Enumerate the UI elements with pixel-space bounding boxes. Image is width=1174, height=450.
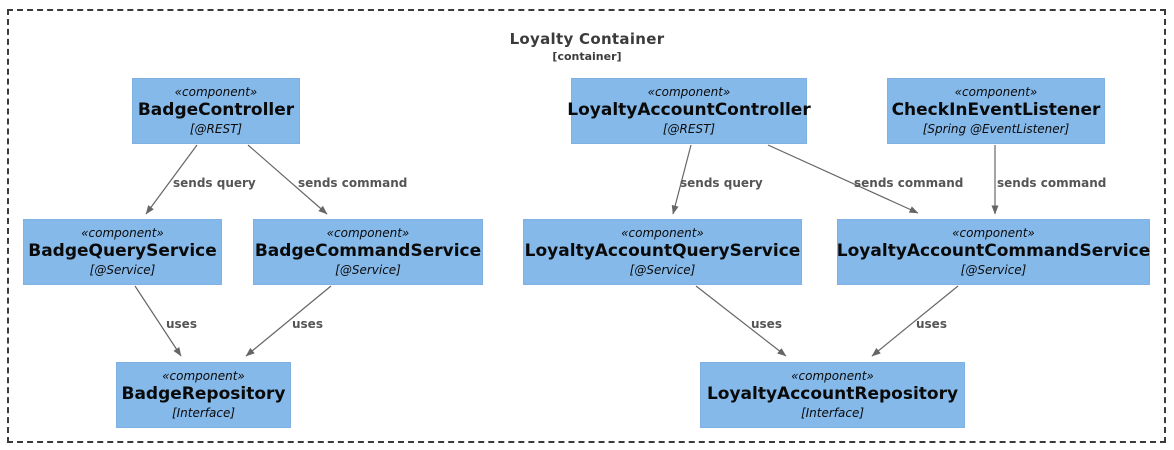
node-stereotype: «component» xyxy=(954,85,1038,100)
node-technology: [@REST] xyxy=(189,121,243,136)
node-badge-query-service: «component» BadgeQueryService [@Service] xyxy=(23,219,222,285)
node-loyalty-account-command-service: «component» LoyaltyAccountCommandService… xyxy=(837,219,1150,285)
edge-badgequeryservice-badgerepository xyxy=(134,285,182,357)
edge-label-sends-query: sends query xyxy=(173,176,256,190)
node-technology: [@Service] xyxy=(335,262,401,277)
node-loyalty-account-query-service: «component» LoyaltyAccountQueryService [… xyxy=(523,219,802,285)
node-stereotype: «component» xyxy=(952,226,1035,241)
edge-label-sends-command: sends command xyxy=(997,176,1107,190)
node-stereotype: «component» xyxy=(162,369,245,384)
node-badge-command-service: «component» BadgeCommandService [@Servic… xyxy=(253,219,483,285)
node-technology: [@Service] xyxy=(89,262,156,277)
node-name: LoyaltyAccountCommandService xyxy=(836,241,1151,262)
edge-label-sends-command: sends command xyxy=(298,176,408,190)
node-name: LoyaltyAccountRepository xyxy=(706,384,959,405)
node-loyalty-account-repository: «component» LoyaltyAccountRepository [In… xyxy=(700,362,965,428)
edge-label-uses: uses xyxy=(751,317,782,331)
node-name: LoyaltyAccountController xyxy=(567,100,811,121)
node-name: LoyaltyAccountQueryService xyxy=(524,241,801,262)
edge-loyaltycontroller-loyaltyqueryservice xyxy=(671,144,692,215)
node-loyalty-account-controller: «component» LoyaltyAccountController [@R… xyxy=(567,78,811,144)
node-technology: [Spring @EventListener] xyxy=(922,121,1070,136)
diagram-title-block: Loyalty Container [container] xyxy=(0,30,1174,63)
edge-label-uses: uses xyxy=(292,317,323,331)
node-checkin-event-listener: «component» CheckInEventListener [Spring… xyxy=(887,78,1105,144)
edge-label-sends-query: sends query xyxy=(680,176,763,190)
node-technology: [Interface] xyxy=(800,405,865,420)
edge-loyaltycommandservice-loyaltyrepository xyxy=(871,285,959,357)
diagram-subtitle: [container] xyxy=(552,50,622,63)
edge-label-sends-command: sends command xyxy=(854,176,964,190)
node-technology: [@Service] xyxy=(629,262,696,277)
edge-badgecontroller-badgecommandservice xyxy=(247,144,328,215)
node-name: BadgeCommandService xyxy=(254,241,482,262)
node-name: BadgeController xyxy=(137,100,295,121)
node-stereotype: «component» xyxy=(791,369,874,384)
edge-loyaltycontroller-loyaltycommandservice xyxy=(767,144,919,214)
node-stereotype: «component» xyxy=(647,85,731,100)
node-name: BadgeRepository xyxy=(121,384,286,405)
edge-label-uses: uses xyxy=(916,317,947,331)
edge-loyaltyqueryservice-loyaltyrepository xyxy=(695,285,787,357)
node-name: BadgeQueryService xyxy=(28,241,217,262)
node-badge-controller: «component» BadgeController [@REST] xyxy=(132,78,300,144)
node-badge-repository: «component» BadgeRepository [Interface] xyxy=(116,362,291,428)
node-technology: [Interface] xyxy=(171,405,236,420)
edge-badgecommandservice-badgerepository xyxy=(245,285,332,357)
edge-badgecontroller-badgequeryservice xyxy=(145,144,198,215)
node-technology: [@REST] xyxy=(662,121,716,136)
node-stereotype: «component» xyxy=(621,226,704,241)
diagram-title: Loyalty Container xyxy=(509,30,665,48)
node-stereotype: «component» xyxy=(174,85,258,100)
node-technology: [@Service] xyxy=(960,262,1027,277)
edge-label-uses: uses xyxy=(166,317,197,331)
node-name: CheckInEventListener xyxy=(891,100,1101,121)
node-stereotype: «component» xyxy=(326,226,410,241)
node-stereotype: «component» xyxy=(81,226,164,241)
